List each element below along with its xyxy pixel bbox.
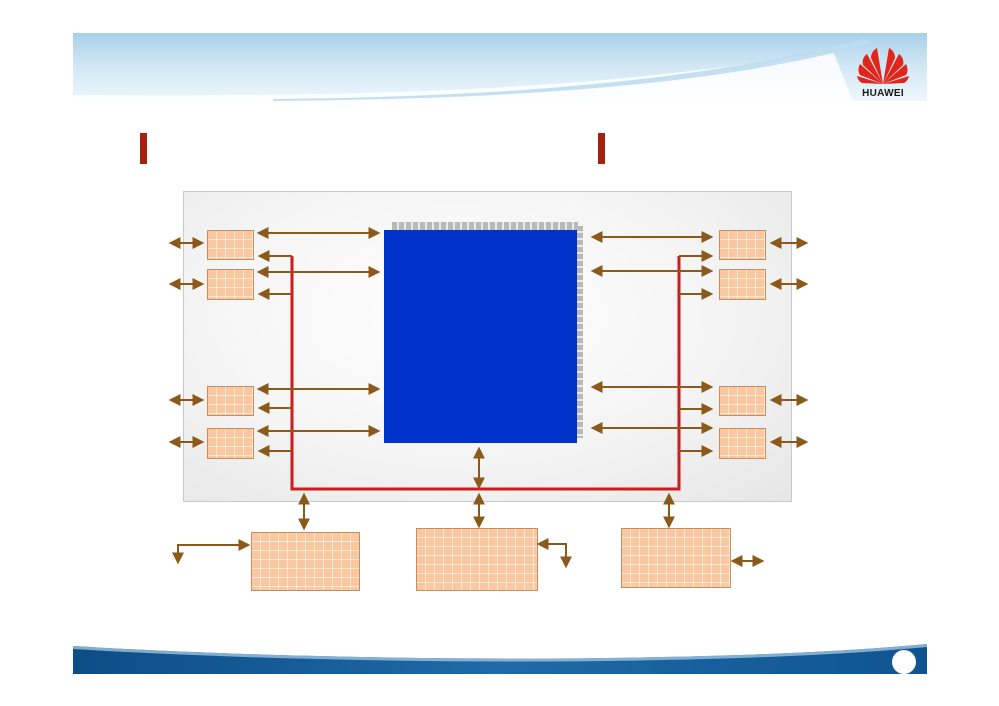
port-module-left-2 [207, 269, 254, 300]
port-module-right-4 [719, 428, 766, 459]
chip-pins-top [392, 222, 578, 230]
footer-banner [73, 640, 927, 674]
header-banner [73, 33, 927, 101]
page-number-badge [892, 650, 916, 674]
peripheral-ext-left [172, 539, 251, 565]
footer-swoosh [73, 640, 927, 662]
title-marker-left [140, 133, 147, 164]
port-module-left-1 [207, 230, 254, 260]
port-module-left-3 [207, 386, 254, 416]
port-module-right-2 [719, 269, 766, 300]
port-module-left-4 [207, 428, 254, 459]
title-marker-right [598, 133, 605, 164]
huawei-logo [857, 48, 909, 84]
peripheral-module-left [251, 532, 360, 591]
peripheral-module-center [416, 528, 538, 591]
chip-pins-right [577, 226, 583, 438]
port-module-right-3 [719, 386, 766, 416]
port-module-right-1 [719, 230, 766, 260]
central-processor-chip [384, 230, 577, 443]
header-swoosh [73, 39, 873, 101]
internal-bus [290, 256, 681, 491]
peripheral-ext-center [536, 538, 572, 569]
peripheral-module-right [621, 528, 731, 588]
huawei-logo-text: HUAWEI [862, 88, 904, 99]
